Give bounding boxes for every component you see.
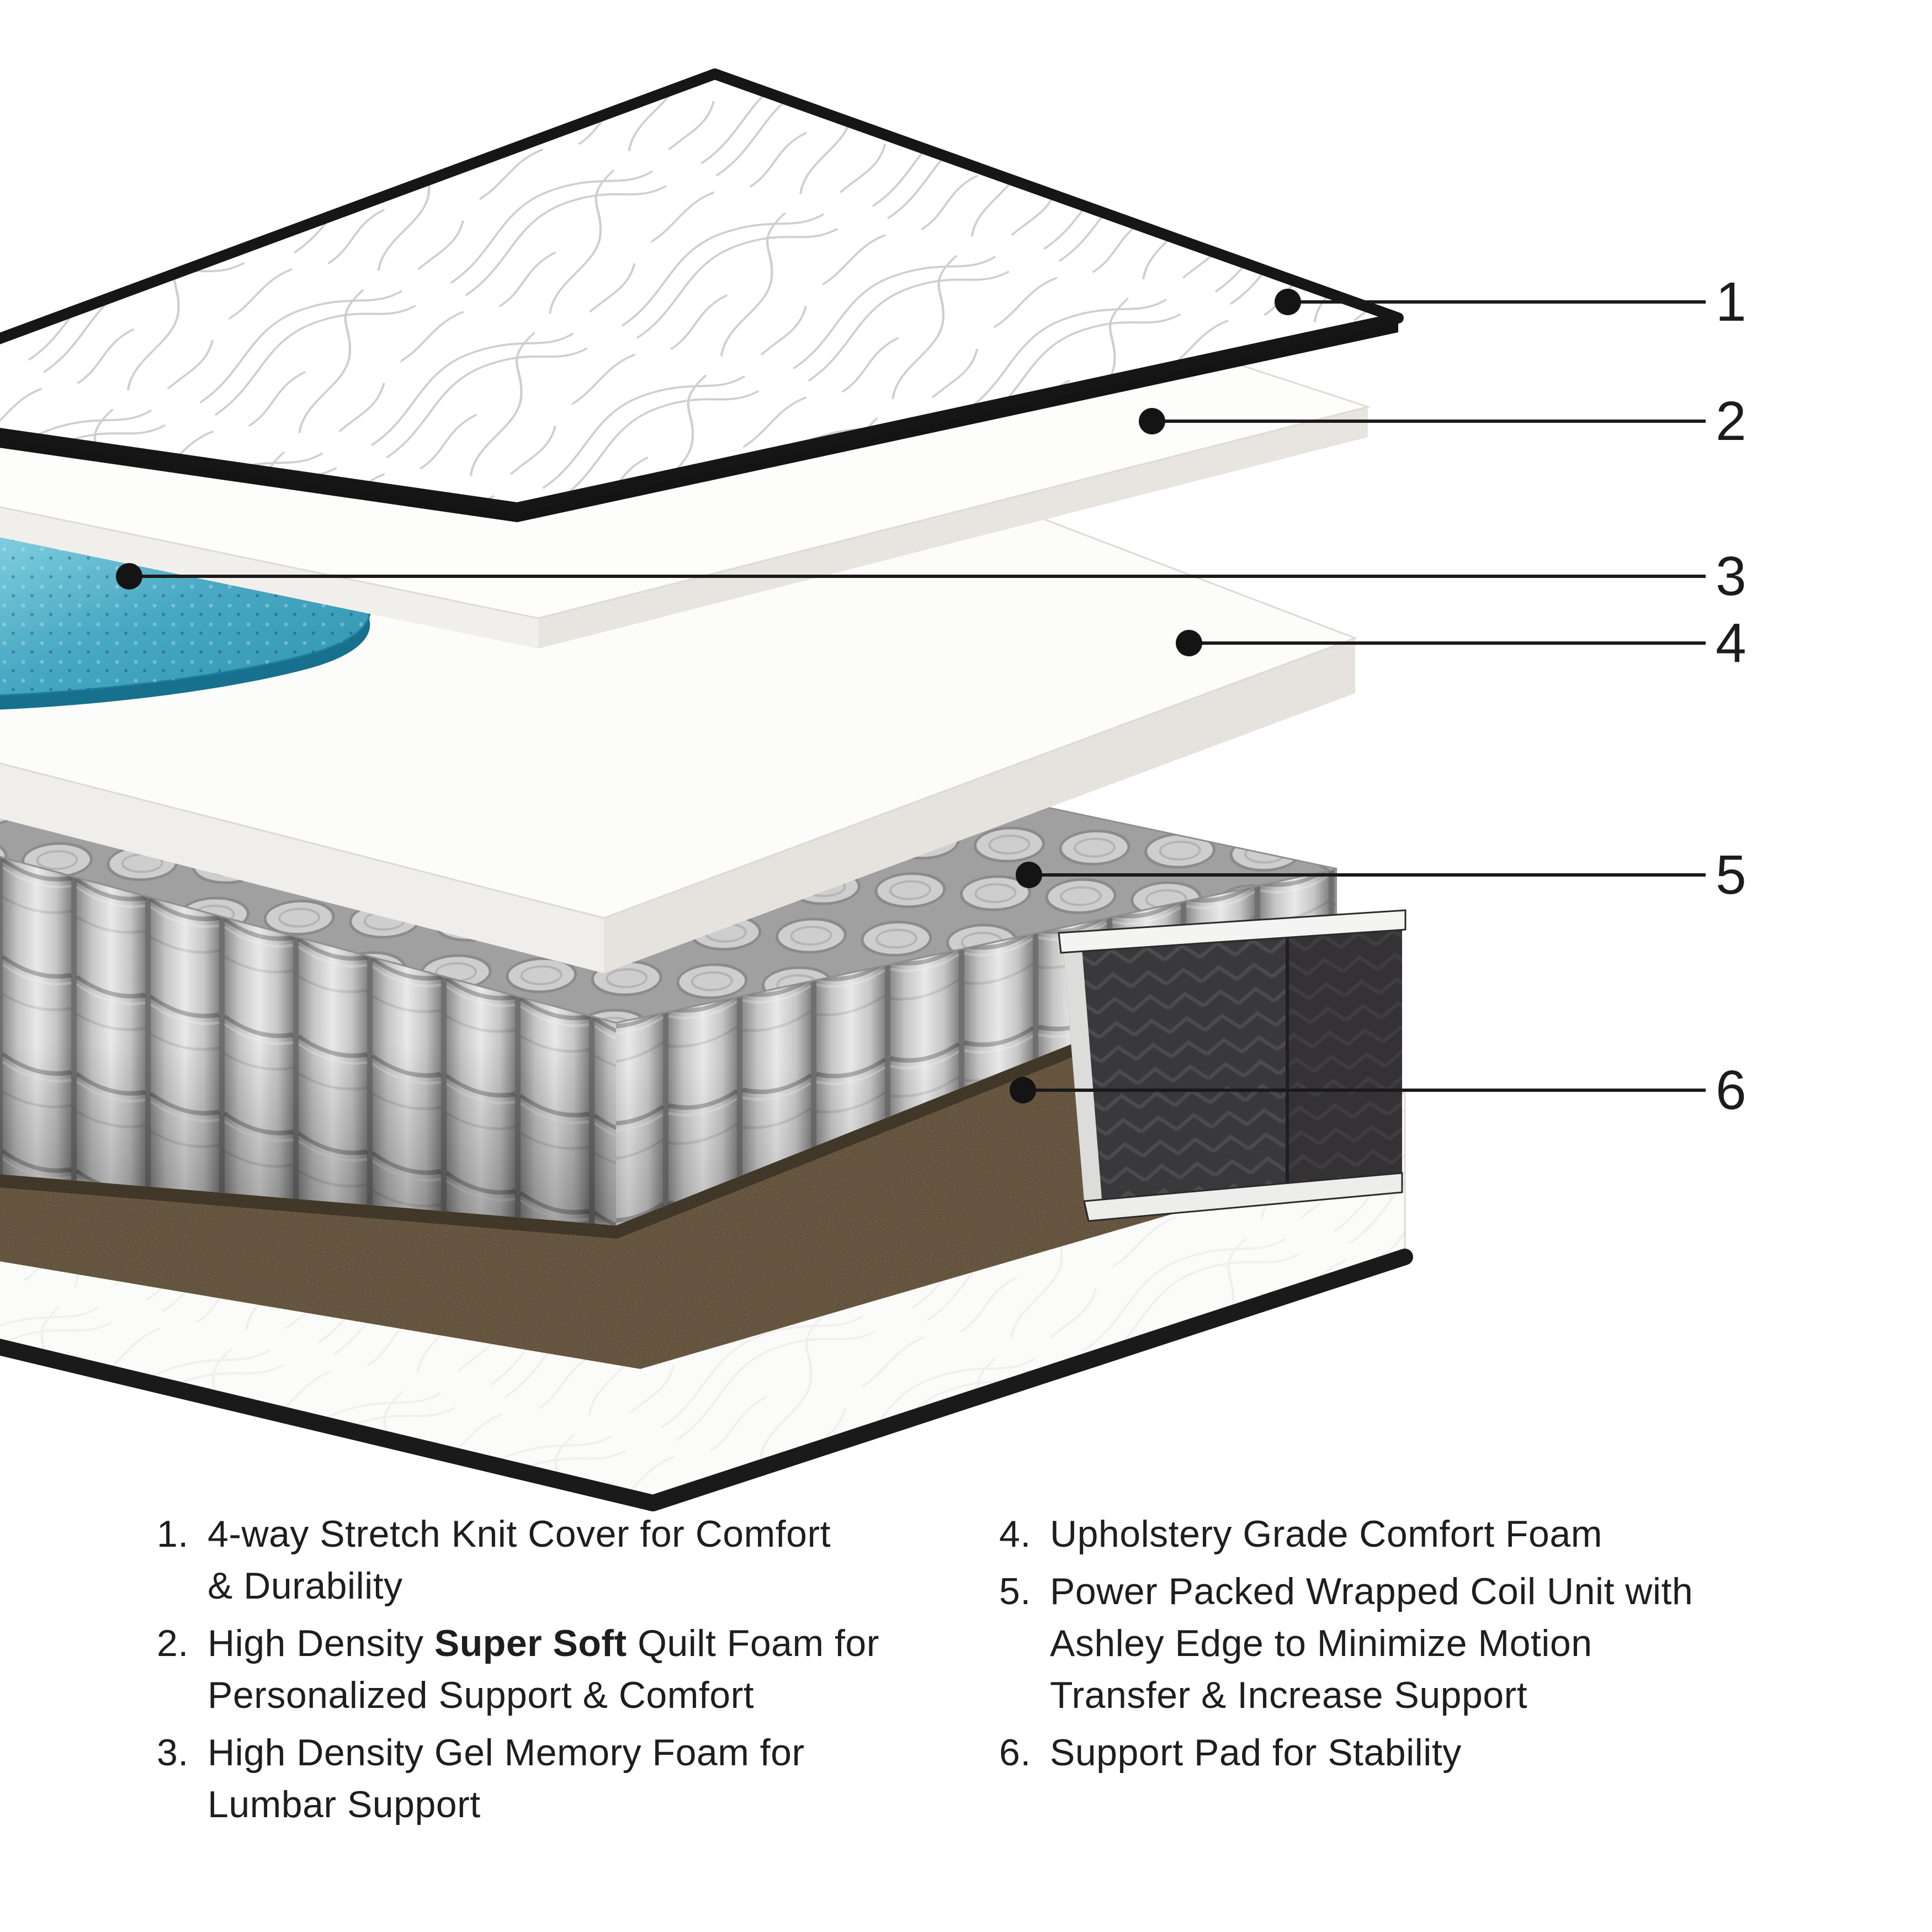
callout-number-2: 2: [1716, 390, 1747, 452]
legend-item-5-text: Power Packed Wrapped Coil Unit with Ashl…: [1050, 1570, 1694, 1716]
knit-cover-border: [0, 68, 1404, 513]
legend-item-2: 2. High Density Super Soft Quilt Foam fo…: [157, 1617, 952, 1721]
support-pad-face: [0, 938, 1361, 1369]
edge-border-corner: [1058, 909, 1406, 1222]
legend-item-3-number: 3.: [157, 1732, 189, 1774]
legend-item-1: 1. 4-way Stretch Knit Cover for Comfort …: [157, 1508, 952, 1612]
callout-dot-5: [1016, 862, 1042, 888]
knit-cover-layer: [0, 68, 1404, 522]
legend-item-1-text: 4-way Stretch Knit Cover for Comfort & D…: [208, 1513, 831, 1607]
quilt-foam-right-face: [538, 407, 1368, 649]
edge-border-top-binding: [1058, 909, 1406, 954]
legend-item-3: 3. High Density Gel Memory Foam for Lumb…: [157, 1727, 952, 1830]
legend-item-2-text-pre: High Density: [208, 1622, 434, 1664]
callout-lines: [116, 289, 1706, 1103]
base-edge-tape: [0, 1249, 1413, 1511]
legend-item-2-text: High Density Super Soft Quilt Foam for P…: [208, 1617, 879, 1721]
legend-item-6-number: 6.: [999, 1732, 1031, 1774]
callout-dot-6: [1010, 1077, 1036, 1103]
callout-dot-4: [1176, 630, 1202, 656]
legend-left-column: 1. 4-way Stretch Knit Cover for Comfort …: [157, 1508, 952, 1836]
comfort-foam-left-face: [0, 763, 604, 973]
legend-item-2-text-post: Quilt Foam for Personalized Support & Co…: [208, 1622, 879, 1716]
callout-number-1: 1: [1716, 271, 1747, 333]
callout-number-4: 4: [1716, 612, 1747, 674]
callout-number-6: 6: [1716, 1059, 1747, 1121]
legend-right-column: 4. Upholstery Grade Comfort Foam 5. Powe…: [999, 1508, 1849, 1784]
callout-dot-1: [1275, 289, 1301, 315]
edge-border-bottom-binding: [1083, 1172, 1403, 1222]
legend-item-6-text: Support Pad for Stability: [1050, 1732, 1462, 1774]
legend-item-2-number: 2.: [157, 1622, 189, 1664]
callout-dot-3: [116, 563, 142, 590]
edge-border-cut-edge: [1062, 935, 1102, 1201]
legend-item-1-number: 1.: [157, 1513, 189, 1555]
support-pad-layer: [0, 938, 1361, 1369]
callout-dot-2: [1139, 408, 1165, 434]
legend-item-3-text: High Density Gel Memory Foam for Lumbar …: [208, 1732, 805, 1825]
comfort-foam-right-face: [604, 638, 1355, 973]
legend-item-4-number: 4.: [999, 1513, 1031, 1555]
legend-item-4-text: Upholstery Grade Comfort Foam: [1050, 1513, 1602, 1555]
legend-item-6: 6. Support Pad for Stability: [999, 1727, 1849, 1779]
callout-number-3: 3: [1716, 545, 1747, 607]
edge-border-quilt-pattern: [1062, 914, 1402, 1201]
legend-item-2-text-bold: Super Soft: [434, 1622, 627, 1664]
knit-cover-pattern: [0, 74, 1398, 508]
coil-left-shade: [0, 857, 616, 1225]
callout-number-5: 5: [1716, 844, 1747, 906]
legend-item-5: 5. Power Packed Wrapped Coil Unit with A…: [999, 1565, 1849, 1721]
legend-item-5-number: 5.: [999, 1570, 1031, 1612]
knit-cover-edge-tape: [0, 318, 1398, 522]
edge-border-side-panel: [1287, 914, 1402, 1183]
legend-item-4: 4. Upholstery Grade Comfort Foam: [999, 1508, 1849, 1560]
